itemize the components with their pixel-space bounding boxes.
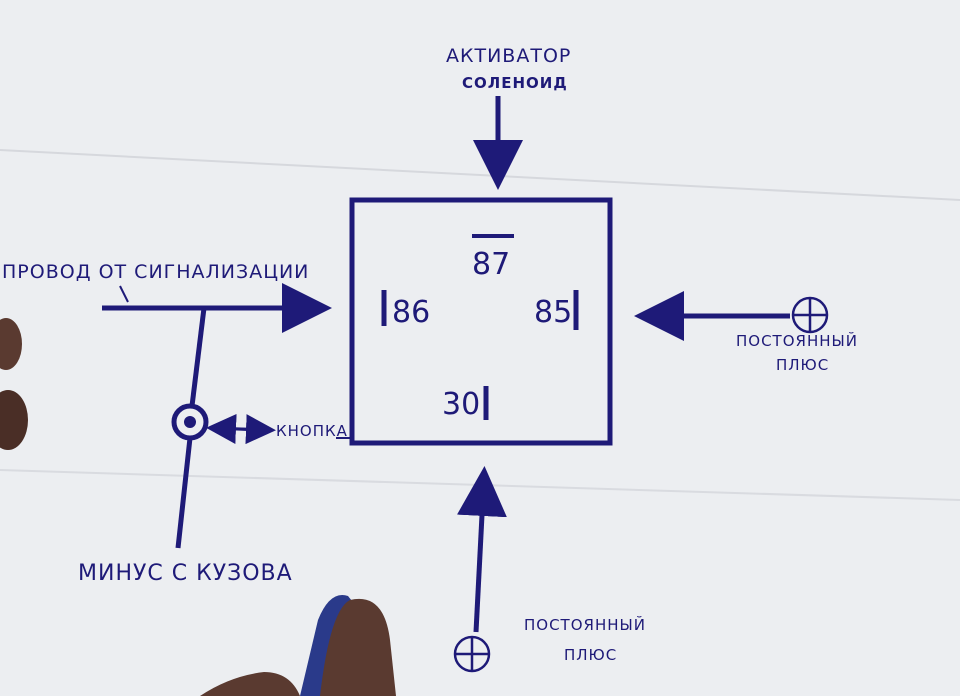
circle-plus-icon [453,635,491,673]
bottom-const-plus-label-line2: ПЛЮС [564,646,617,664]
ground-wire-bottom [175,437,193,549]
ground-wire-top [189,307,207,407]
left-hand-fingers [0,318,28,450]
bottom-plus-arrow [456,466,507,633]
circle-plus-icon [791,296,829,334]
button-label: КНОПКА [276,422,348,440]
relay-box [349,197,613,446]
signal-wire-label: ПРОВОД ОТ СИГНАЛИЗАЦИИ [2,261,309,283]
pin-30-label: 30 [442,387,480,422]
hand-with-pen [200,595,396,696]
button-double-arrow-back [206,414,261,444]
solenoid-label: СОЛЕНОИД [462,74,568,92]
pin-87-label: 87 [472,247,510,282]
ground-label: МИНУС С КУЗОВА [78,561,293,586]
right-const-plus-label-line2: ПЛЮС [776,356,829,374]
button-circle-icon [171,403,209,441]
bottom-const-plus-label-line1: ПОСТОЯННЫЙ [524,615,646,634]
signal-wire-pointer [119,285,129,303]
activator-label: АКТИВАТОР [446,45,571,67]
right-const-plus-label-line1: ПОСТОЯННЫЙ [736,331,858,350]
pin-86-label: 86 [392,295,430,330]
pin-85-label: 85 [534,295,572,330]
